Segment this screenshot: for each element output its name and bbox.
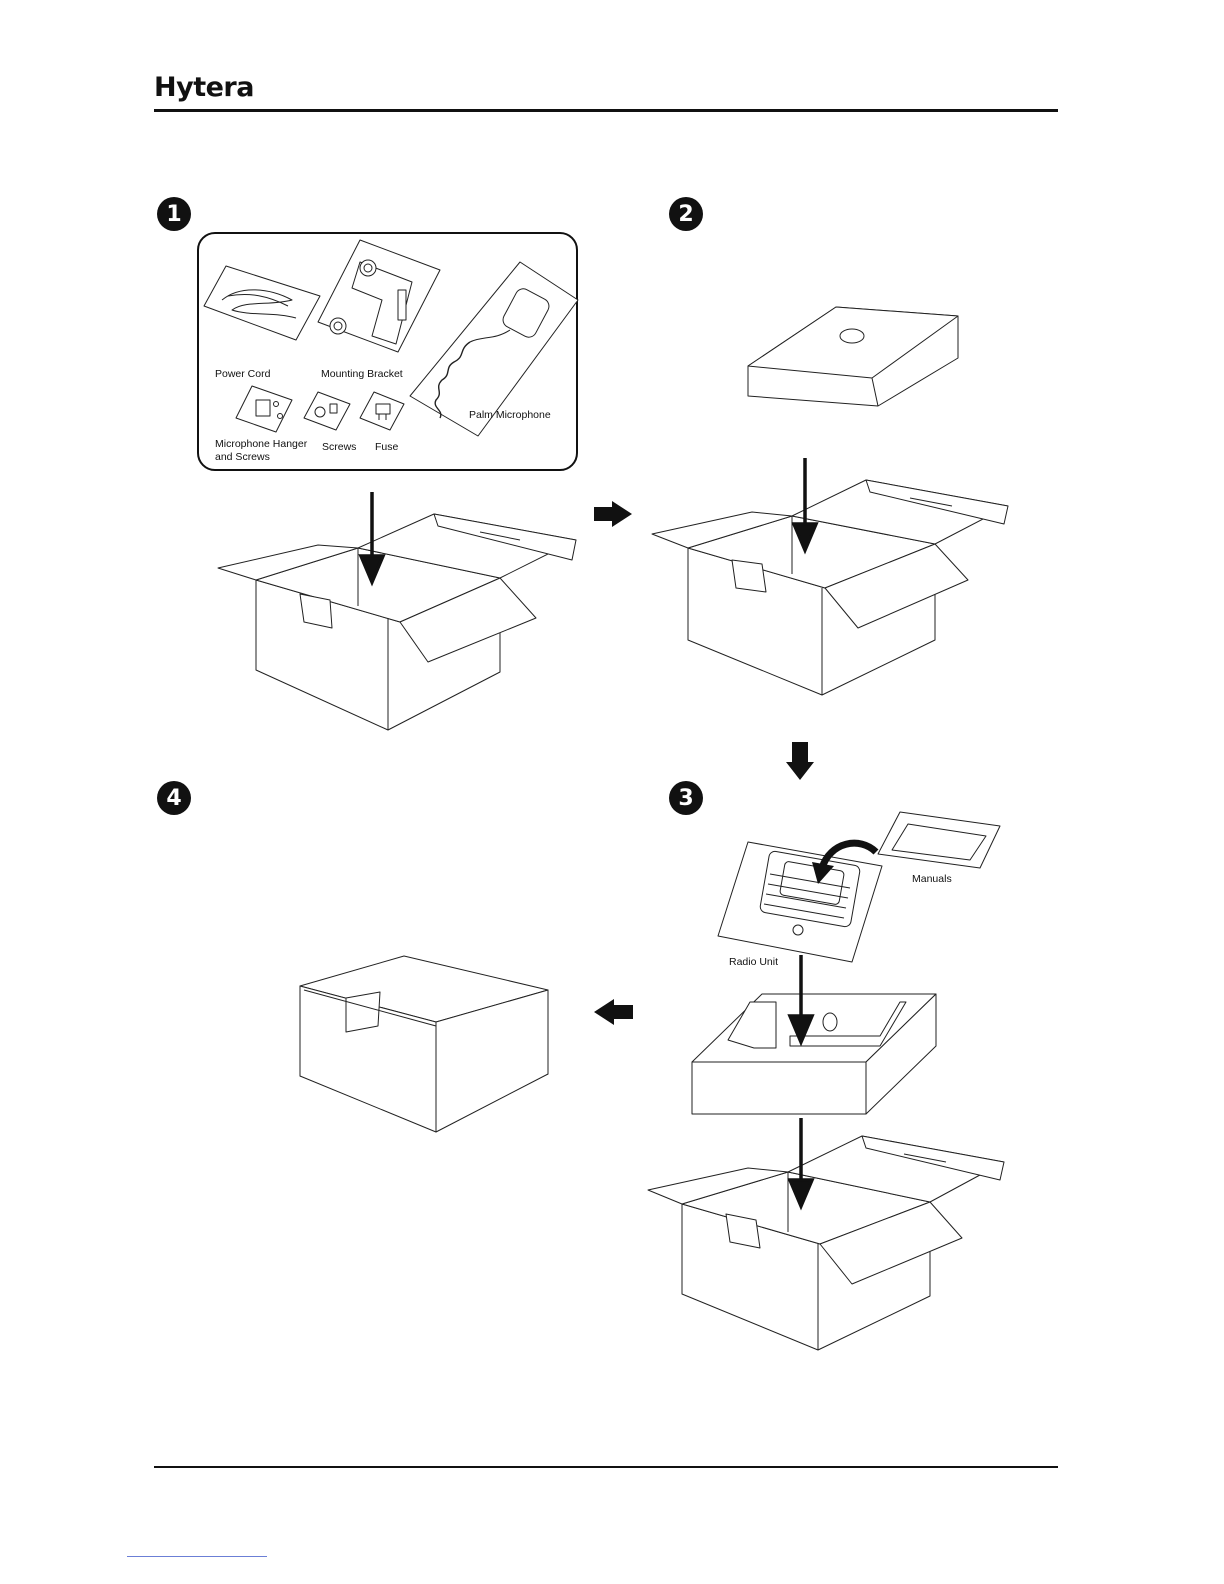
arrow-right-icon [594, 501, 632, 527]
arrow-down-icon [786, 742, 814, 780]
foam-insert-sketch [692, 994, 936, 1114]
microphone-hanger-sketch [236, 386, 292, 432]
manuals-sketch [878, 812, 1000, 868]
label-power-cord: Power Cord [215, 368, 270, 380]
closed-box-step4 [300, 956, 548, 1132]
open-box-step1 [218, 514, 576, 730]
fuse-sketch [360, 392, 404, 430]
label-microphone-hanger: Microphone Hanger [215, 438, 307, 450]
radio-unit-sketch [718, 842, 882, 962]
mounting-bracket-sketch [318, 240, 440, 352]
lid-step2 [748, 307, 958, 406]
footer-link-underline [127, 1556, 267, 1557]
label-microphone-hanger-screws: and Screws [215, 451, 270, 463]
open-box-step3 [648, 1136, 1004, 1350]
label-radio-unit: Radio Unit [729, 956, 778, 968]
label-mounting-bracket: Mounting Bracket [321, 368, 403, 380]
label-manuals: Manuals [912, 873, 952, 885]
arrow-left-icon [594, 999, 633, 1025]
screws-sketch [304, 392, 350, 430]
label-palm-microphone: Palm Microphone [469, 409, 551, 421]
label-screws: Screws [322, 441, 356, 453]
open-box-step2 [652, 480, 1008, 695]
label-fuse: Fuse [375, 441, 398, 453]
footer-rule [154, 1466, 1058, 1468]
power-cord-sketch [204, 266, 320, 340]
